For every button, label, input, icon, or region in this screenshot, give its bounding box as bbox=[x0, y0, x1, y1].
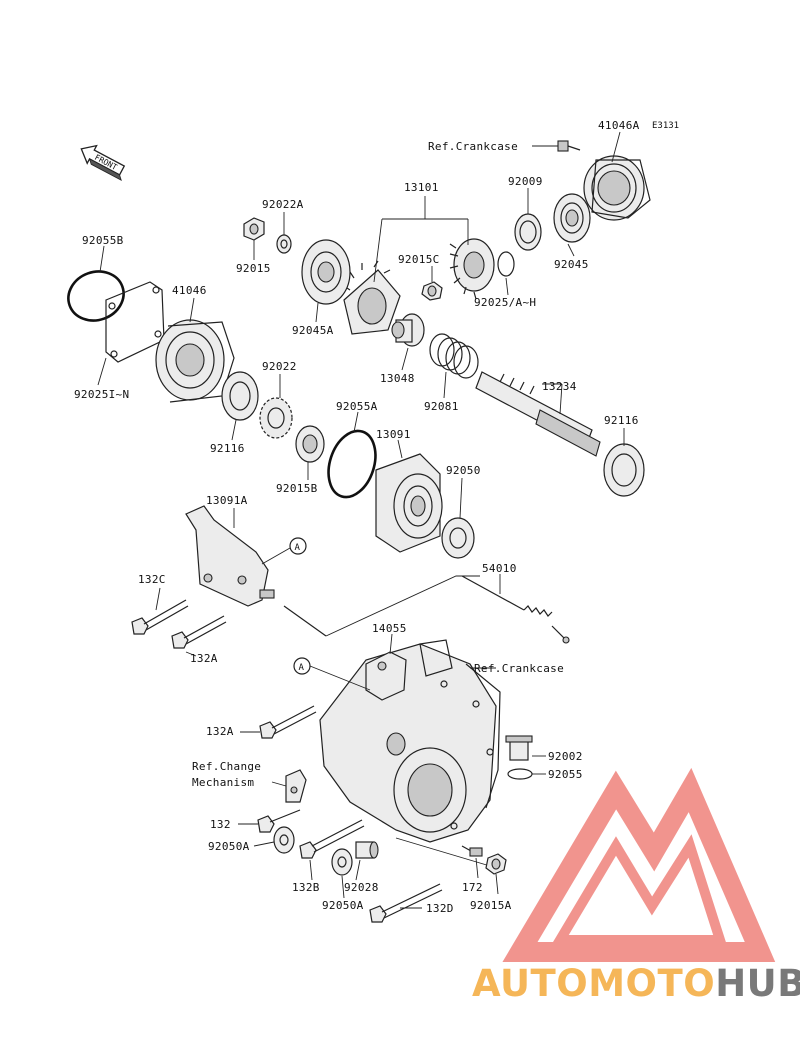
logo-text-part1: AUTOMOTO bbox=[472, 962, 715, 1005]
callout-letter-lower: A bbox=[299, 663, 305, 673]
label-92025IN: 92025I~N bbox=[74, 388, 129, 401]
label-13234: 13234 bbox=[542, 380, 577, 393]
label-92022: 92022 bbox=[262, 360, 297, 373]
part-92009 bbox=[514, 213, 542, 251]
label-92022A: 92022A bbox=[262, 198, 304, 211]
label-ref-crankcase-top: Ref.Crankcase bbox=[428, 140, 518, 153]
label-132A-mid: 132A bbox=[206, 725, 234, 738]
part-41046A bbox=[583, 155, 651, 221]
part-92028 bbox=[355, 841, 379, 859]
part-41046 bbox=[155, 319, 235, 403]
label-92002: 92002 bbox=[548, 750, 583, 763]
callout-letter: A bbox=[295, 543, 301, 553]
part-132A-mid bbox=[259, 705, 317, 739]
part-132A-top bbox=[171, 615, 227, 649]
part-92002 bbox=[505, 735, 533, 761]
label-132C: 132C bbox=[138, 573, 166, 586]
label-41046: 41046 bbox=[172, 284, 207, 297]
label-92116-left: 92116 bbox=[210, 442, 245, 455]
label-13101: 13101 bbox=[404, 181, 439, 194]
label-92045A: 92045A bbox=[292, 324, 334, 337]
part-13091A bbox=[185, 505, 275, 607]
label-ref-change-1: Ref.Change bbox=[192, 760, 261, 773]
label-13091: 13091 bbox=[376, 428, 411, 441]
part-92081 bbox=[429, 333, 479, 379]
part-92025AH bbox=[497, 251, 515, 277]
front-arrow-icon: FRONT bbox=[80, 144, 126, 182]
label-132A-top: 132A bbox=[190, 652, 218, 665]
automotohub-logo: AUTOMOTOHUB bbox=[472, 767, 800, 1005]
bolt-ref-crankcase-top bbox=[557, 140, 581, 152]
part-13091 bbox=[375, 453, 443, 553]
label-92028: 92028 bbox=[344, 881, 379, 894]
label-54010: 54010 bbox=[482, 562, 517, 575]
part-92022 bbox=[259, 397, 293, 439]
part-13048 bbox=[391, 313, 425, 347]
part-92050A-left bbox=[273, 826, 295, 854]
label-13048: 13048 bbox=[380, 372, 415, 385]
part-172 bbox=[461, 845, 483, 857]
part-92055B bbox=[67, 270, 125, 322]
logo-text: AUTOMOTOHUB bbox=[472, 962, 800, 1005]
part-92015 bbox=[243, 217, 265, 241]
label-172: 172 bbox=[462, 881, 483, 894]
label-ref-crankcase-mid: Ref.Crankcase bbox=[474, 662, 564, 675]
logo-text-part2: HUB bbox=[715, 962, 800, 1005]
label-92050: 92050 bbox=[446, 464, 481, 477]
part-13101-gear-right bbox=[449, 238, 495, 300]
part-ref-change-bracket bbox=[285, 769, 307, 803]
label-13091A: 13091A bbox=[206, 494, 248, 507]
callout-a-top: A bbox=[289, 537, 307, 555]
part-132C bbox=[131, 599, 189, 635]
label-132D: 132D bbox=[426, 902, 454, 915]
part-92055 bbox=[507, 768, 533, 780]
part-132B bbox=[299, 819, 365, 859]
label-92050A-bottom: 92050A bbox=[322, 899, 364, 912]
part-92015B bbox=[295, 425, 325, 463]
label-ref-change-2: Mechanism bbox=[192, 776, 254, 789]
label-92055: 92055 bbox=[548, 768, 583, 781]
label-132: 132 bbox=[210, 818, 231, 831]
label-92055B: 92055B bbox=[82, 234, 124, 247]
part-92025IN-gasket bbox=[105, 281, 165, 363]
figure-code: E3131 bbox=[652, 121, 679, 131]
part-54010 bbox=[461, 575, 570, 644]
part-labels: E3131 41046A Ref.Crankcase 13101 92009 9… bbox=[74, 119, 679, 915]
label-92015B: 92015B bbox=[276, 482, 318, 495]
part-92022A bbox=[276, 234, 292, 254]
part-132D bbox=[369, 883, 443, 923]
part-92055A bbox=[327, 429, 377, 499]
part-13234 bbox=[475, 371, 601, 457]
label-92045: 92045 bbox=[554, 258, 589, 271]
part-92015A bbox=[485, 853, 507, 875]
label-92116-right: 92116 bbox=[604, 414, 639, 427]
part-92050A-bottom bbox=[331, 848, 353, 876]
label-92025AH: 92025/A~H bbox=[474, 296, 536, 309]
part-92045A bbox=[301, 239, 351, 305]
part-92116-right bbox=[603, 443, 645, 497]
callout-a-lower: A bbox=[293, 657, 311, 675]
label-92015A: 92015A bbox=[470, 899, 512, 912]
part-132 bbox=[257, 809, 301, 833]
label-132B: 132B bbox=[292, 881, 320, 894]
part-92015C bbox=[421, 281, 443, 301]
label-92009: 92009 bbox=[508, 175, 543, 188]
part-92116-left bbox=[221, 371, 259, 421]
part-13101-gear-left bbox=[343, 260, 401, 335]
part-92045 bbox=[553, 193, 591, 243]
label-92015: 92015 bbox=[236, 262, 271, 275]
label-92055A: 92055A bbox=[336, 400, 378, 413]
label-92015C: 92015C bbox=[398, 253, 440, 266]
label-92081: 92081 bbox=[424, 400, 459, 413]
label-92050A-left: 92050A bbox=[208, 840, 250, 853]
part-case bbox=[319, 639, 501, 843]
label-41046A: 41046A bbox=[598, 119, 640, 132]
part-92050 bbox=[441, 517, 475, 559]
label-14055: 14055 bbox=[372, 622, 407, 635]
